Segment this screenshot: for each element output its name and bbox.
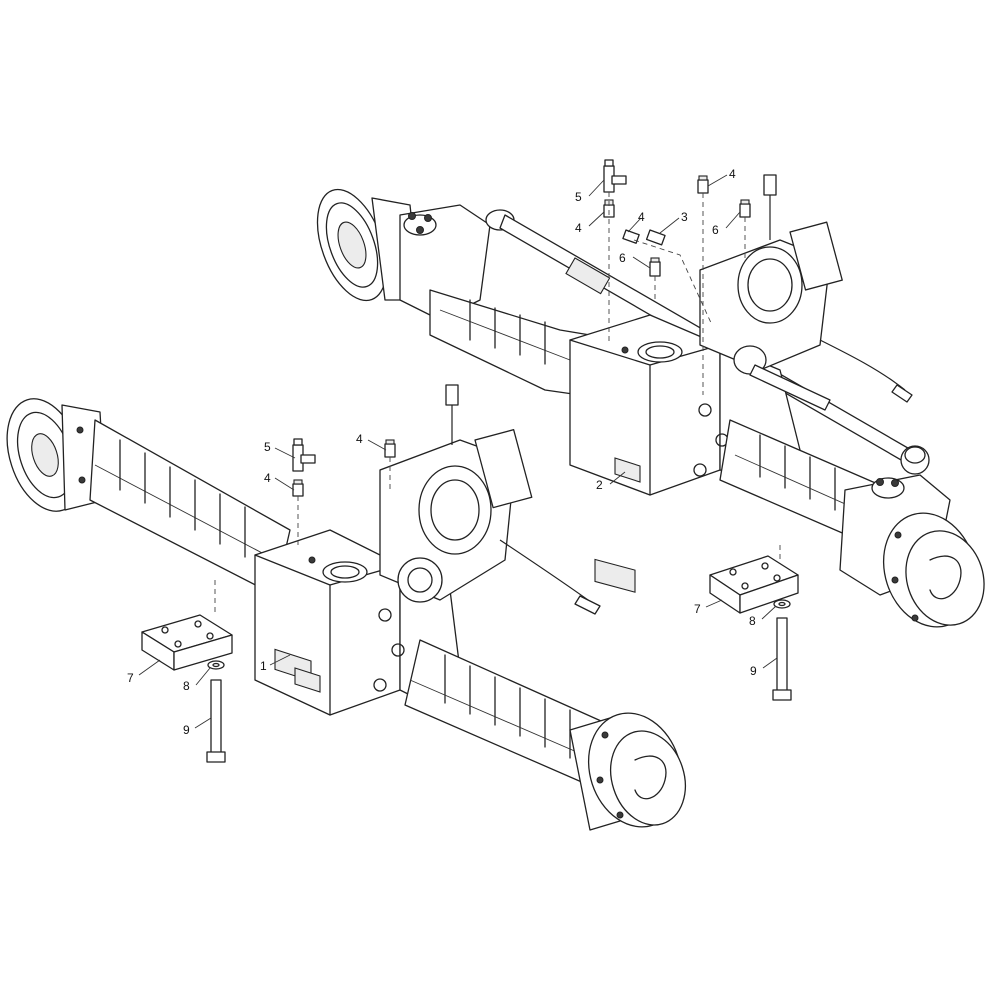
callout-1: 1 <box>260 659 267 673</box>
callout-7-right: 7 <box>694 602 701 616</box>
mounting-plate-7-left <box>141 614 233 671</box>
bolt-9-right <box>772 617 792 701</box>
callout-4-lower-left: 4 <box>264 471 271 485</box>
nipple-6-center <box>649 257 661 277</box>
axle-1-left-beam <box>89 419 291 596</box>
bolt-9-left <box>206 679 226 763</box>
axle-1-center-housing <box>254 529 401 716</box>
callout-4-lower-right: 4 <box>356 432 363 446</box>
callout-9-right: 9 <box>750 664 757 678</box>
axle-1-input-drive <box>379 428 533 603</box>
callout-7-left: 7 <box>127 671 134 685</box>
adapter-3 <box>645 229 666 246</box>
axle-2-right-hub <box>882 512 985 628</box>
callout-2: 2 <box>596 478 603 492</box>
leader-lines <box>138 174 778 729</box>
axle-2-input-flange <box>699 221 843 411</box>
assembly-line-axle-1 <box>214 457 391 615</box>
callout-6-center: 6 <box>619 251 626 265</box>
tee-fitting-5-upper <box>603 159 627 193</box>
axle-1-assembly <box>6 384 686 831</box>
axle-2-assembly <box>316 174 985 628</box>
callout-8-right: 8 <box>749 614 756 628</box>
mounting-plate-7-right <box>709 555 799 614</box>
axle-2-center-housing <box>569 314 721 593</box>
nipple-4-upper-right <box>697 175 709 194</box>
callout-5-lower: 5 <box>264 440 271 454</box>
washer-8-left <box>207 660 225 670</box>
callout-8-left: 8 <box>183 679 190 693</box>
washer-8-right <box>773 599 791 609</box>
axle-1-left-hub <box>6 398 106 512</box>
axle-2-sensor-cable <box>769 195 906 391</box>
nipple-4-lower-right <box>384 439 396 458</box>
axle-1-right-hub <box>569 712 686 831</box>
callout-9-left: 9 <box>183 723 190 737</box>
nipple-4-lower-left <box>292 479 304 497</box>
nipple-6-right <box>739 199 751 218</box>
assembly-line-axle-2 <box>608 192 781 600</box>
callout-4-upper-left: 4 <box>575 221 582 235</box>
callout-3: 3 <box>681 210 688 224</box>
callout-4-upper-right: 4 <box>729 167 736 181</box>
callout-6-right: 6 <box>712 223 719 237</box>
callout-4-upper-center: 4 <box>638 210 645 224</box>
axle-2-left-beam <box>429 289 591 396</box>
callout-5-upper: 5 <box>575 190 582 204</box>
tee-fitting-5-lower <box>292 438 316 472</box>
